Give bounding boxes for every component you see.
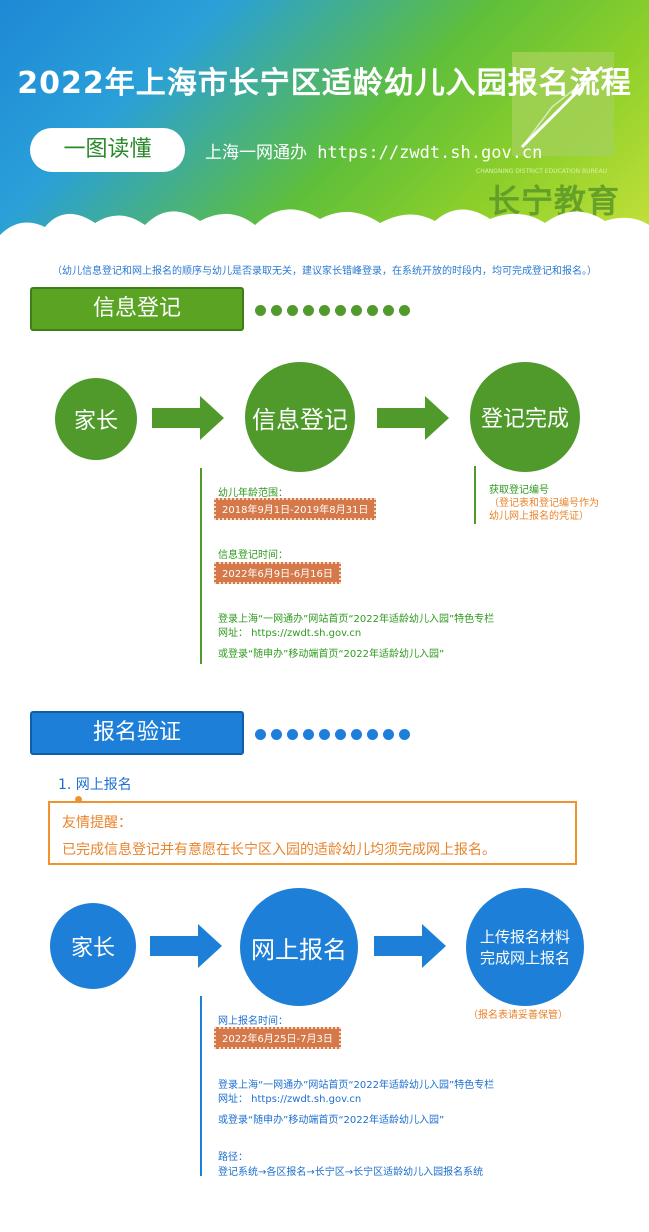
login-instruction-1: 登录上海“一网通办”网站首页“2022年适龄幼儿入园”特色专栏 — [218, 614, 495, 625]
form-keep-note: （报名表请妥善保管） — [468, 1010, 568, 1021]
online-time-label: 网上报名时间： — [218, 1016, 288, 1027]
flow1-arrow-icon-1 — [152, 396, 224, 440]
website-line: 上海一网通办 https://zwdt.sh.gov.cn — [205, 143, 543, 163]
section-tab-registration: 信息登记 — [30, 287, 244, 331]
page-title: 2022年上海市长宁区适龄幼儿入园报名流程 — [17, 66, 632, 101]
registration-note-1: （登记表和登记编号作为 — [489, 498, 599, 509]
app-instruction-2: 或登录“随申办”移动端首页“2022年适龄幼儿入园” — [218, 1115, 445, 1126]
green-dot-row — [255, 301, 415, 316]
order-notice: （幼儿信息登记和网上报名的顺序与幼儿是否录取无关，建议家长错峰登录，在系统开放的… — [52, 266, 597, 277]
cloud-decoration — [0, 209, 649, 255]
blue-dot-row — [255, 725, 415, 740]
section-tab-verification: 报名验证 — [30, 711, 244, 755]
flow2-vertical-line — [200, 996, 202, 1176]
get-registration-number: 获取登记编号 — [489, 485, 549, 496]
complete-vertical-line — [474, 466, 476, 524]
flow1-register-circle: 信息登记 — [245, 362, 355, 472]
upload-line-1: 上传报名材料 — [479, 928, 570, 946]
step-marker-dot — [75, 796, 82, 803]
flow2-online-circle: 网上报名 — [240, 888, 358, 1006]
header-banner: 2022年上海市长宁区适龄幼儿入园报名流程 一图读懂 上海一网通办 https:… — [0, 0, 649, 255]
app-instruction-1: 或登录“随申办”移动端首页“2022年适龄幼儿入园” — [218, 649, 445, 660]
logo-wordmark: 长宁教育 — [488, 182, 621, 220]
register-time-label: 信息登记时间： — [218, 550, 288, 561]
register-time-stamp: 2022年6月9日-6月16日 — [214, 562, 341, 584]
path-label: 路径： — [218, 1152, 248, 1163]
online-time-stamp: 2022年6月25日-7月3日 — [214, 1027, 341, 1049]
reminder-box: 友情提醒： 已完成信息登记并有意愿在长宁区入园的适龄幼儿均须完成网上报名。 — [48, 801, 577, 865]
flow2-upload-circle: 上传报名材料 完成网上报名 — [466, 888, 584, 1006]
logo-leaf-icon — [512, 52, 614, 156]
login-instruction-2: 登录上海“一网通办”网站首页“2022年适龄幼儿入园”特色专栏 — [218, 1080, 495, 1091]
website-address-2: 网址： https://zwdt.sh.gov.cn — [218, 1094, 362, 1105]
flow2-arrow-icon-2 — [374, 924, 446, 968]
flow2-arrow-icon-1 — [150, 924, 222, 968]
summary-pill: 一图读懂 — [30, 128, 185, 172]
flow1-vertical-line — [200, 468, 202, 664]
logo-square — [512, 52, 614, 156]
website-address-1: 网址： https://zwdt.sh.gov.cn — [218, 628, 362, 639]
age-range-stamp: 2018年9月1日-2019年8月31日 — [214, 498, 377, 520]
step-online-registration: 1. 网上报名 — [58, 777, 132, 793]
flow1-parent-circle: 家长 — [55, 378, 137, 460]
reminder-title: 友情提醒： — [62, 815, 132, 831]
reminder-text: 已完成信息登记并有意愿在长宁区入园的适龄幼儿均须完成网上报名。 — [62, 842, 496, 858]
age-range-label: 幼儿年龄范围： — [218, 488, 288, 499]
upload-line-2: 完成网上报名 — [479, 949, 570, 967]
path-steps: 登记系统→各区报名→长宁区→长宁区适龄幼儿入园报名系统 — [218, 1167, 484, 1178]
flow1-arrow-icon-2 — [377, 396, 449, 440]
flow1-complete-circle: 登记完成 — [470, 362, 580, 472]
logo-subtext: CHANGNING DISTRICT EDUCATION BUREAU — [476, 168, 607, 175]
registration-note-2: 幼儿网上报名的凭证） — [489, 511, 589, 522]
flow2-parent-circle: 家长 — [50, 903, 136, 989]
